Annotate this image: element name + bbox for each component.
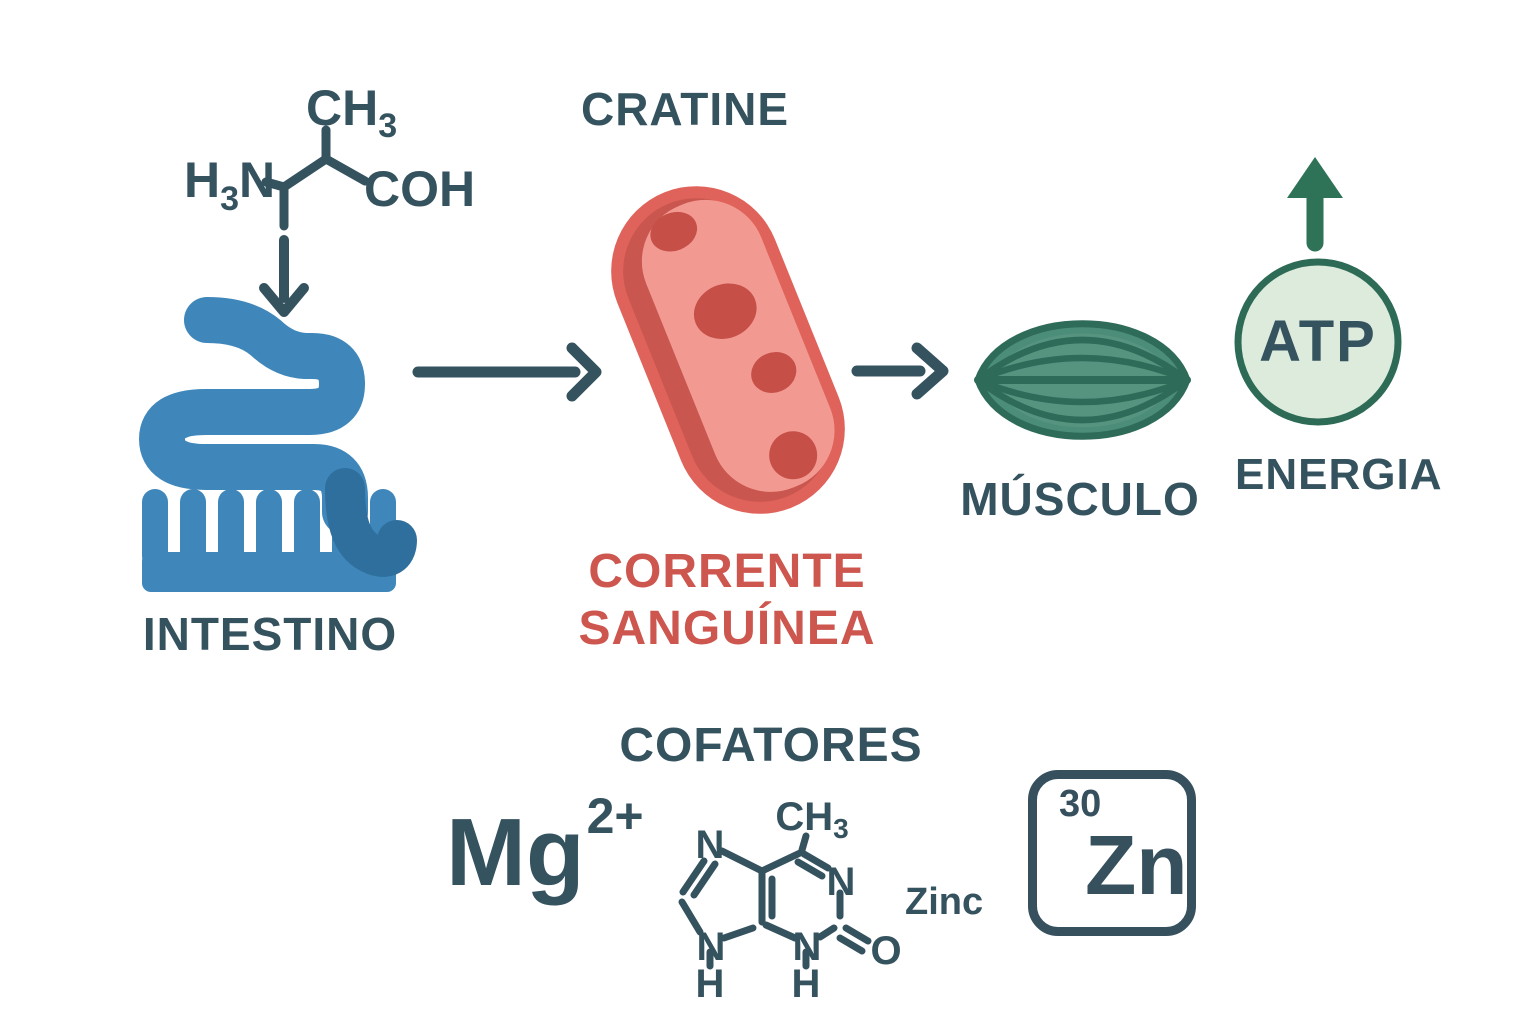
atp-label: ATP	[1259, 309, 1377, 374]
magnesium-charge: 2+	[586, 788, 644, 844]
oxygen-label: O	[870, 929, 901, 973]
muscle-label: MÚSCULO	[960, 473, 1200, 525]
muscle-icon	[974, 320, 1191, 440]
blood-vessel-icon	[611, 186, 845, 514]
atp-energy-icon: ATP	[1234, 157, 1402, 426]
intestine-icon	[139, 297, 417, 592]
magnesium-symbol: Mg	[446, 799, 585, 906]
cofactor-molecule-diagram: N N H CH3 N N H O	[678, 795, 902, 1006]
energy-label: ENERGIA	[1235, 450, 1443, 499]
carboxyl-label: COH	[364, 161, 475, 217]
n-bottom-middle-label: N	[793, 925, 822, 969]
blood-cells	[650, 211, 818, 480]
h-bottom-left-label: H	[696, 962, 725, 1006]
magnesium-ion: Mg 2+	[446, 791, 644, 906]
zinc-atomic-number: 30	[1059, 783, 1102, 825]
amine-label: H3N	[184, 152, 275, 218]
arrow-up-icon	[1287, 157, 1343, 252]
creatine-structure-diagram: CH3 H3N COH	[184, 80, 475, 317]
bloodstream-label: CORRENTE SANGUÍNEA	[560, 543, 894, 657]
bloodstream-label-line2: SANGUÍNEA	[578, 602, 876, 655]
muscle-outline	[974, 320, 1191, 440]
intestine-tube	[139, 297, 368, 535]
atp-circle	[1234, 258, 1402, 426]
h-bottom-middle-label: H	[792, 962, 821, 1006]
bond-lines	[261, 125, 370, 231]
atom-labels: N N H CH3 N N H O	[696, 795, 902, 1006]
intestine-label: INTESTINO	[142, 608, 398, 660]
n-top-left-label: N	[696, 823, 725, 867]
creatine-title: CRATINE	[580, 83, 790, 135]
vessel-lumen	[641, 199, 835, 492]
arrow-down-icon	[259, 235, 309, 317]
arrow-right-icon	[851, 342, 949, 400]
intestine-tube-end	[325, 468, 417, 577]
zinc-symbol: Zn	[1085, 818, 1188, 912]
methyl-label: CH3	[306, 80, 397, 145]
n-right-label: N	[827, 860, 856, 904]
arrow-right-icon	[412, 342, 602, 402]
zinc-element-tile: 30 Zn	[1028, 770, 1196, 936]
n-bottom-left-label: N	[697, 925, 726, 969]
muscle-striations	[974, 336, 1191, 424]
zinc-label: Zinc	[905, 881, 984, 923]
bond-lines	[678, 832, 872, 970]
methyl-label: CH3	[775, 795, 848, 844]
cofactors-title: COFATORES	[619, 719, 923, 772]
bloodstream-label-line1: CORRENTE	[588, 545, 866, 598]
